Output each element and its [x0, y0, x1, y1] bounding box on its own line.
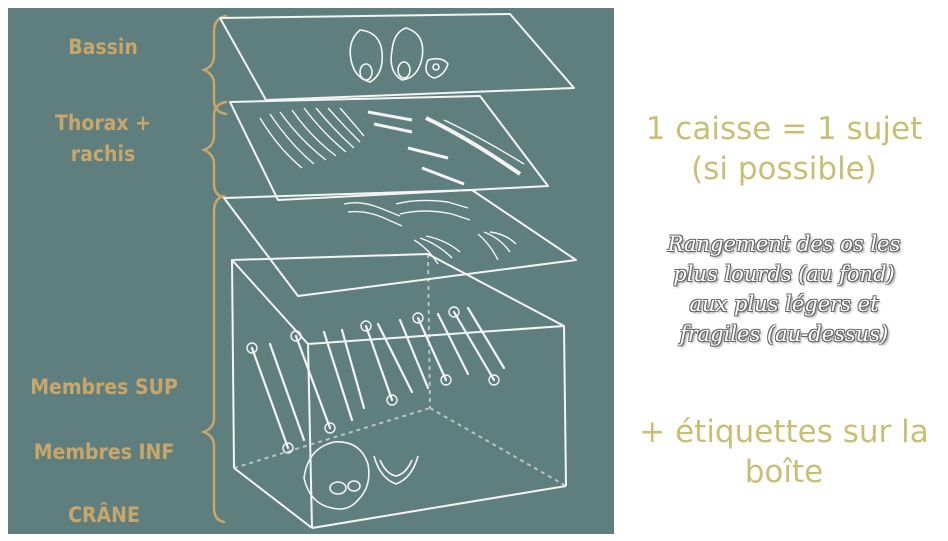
long-bones	[250, 306, 506, 450]
thorax-bones	[259, 107, 525, 186]
labels-on-box-note: + étiquettes sur la boîte	[620, 412, 948, 492]
note-line2: plus lourds (au fond)	[673, 262, 895, 286]
brace-bassin	[200, 14, 228, 116]
tray-bassin	[219, 13, 575, 101]
label-thorax-rachis: Thorax + rachis	[18, 108, 188, 170]
skeleton-box-illustration	[200, 13, 577, 529]
hands-feet-bones	[343, 199, 517, 265]
rule-line2: (si possible)	[691, 151, 877, 187]
note-line4: fragiles (au-dessus)	[679, 322, 889, 346]
illustration-panel: Bassin Thorax + rachis Membres SUP Membr…	[8, 8, 614, 534]
rule-one-box-one-subject: 1 caisse = 1 sujet (si possible)	[620, 109, 948, 189]
pelvis-bones	[349, 27, 449, 83]
bone-ends	[246, 306, 500, 454]
label-thorax-line1: Thorax +	[55, 111, 151, 135]
skull-bones	[303, 441, 419, 510]
brace-thorax	[200, 100, 228, 200]
storage-order-note: Rangement des os les plus lourds (au fon…	[620, 229, 948, 349]
label-membres-inf: Membres INF	[33, 440, 175, 464]
extra-line1: + étiquettes sur la	[639, 414, 929, 450]
tray-thorax	[229, 95, 549, 201]
label-crane: CRÂNE	[68, 503, 140, 527]
label-thorax-line2: rachis	[70, 142, 136, 166]
text-column: 1 caisse = 1 sujet (si possible) Rangeme…	[620, 0, 948, 541]
tray-mains-pieds	[223, 189, 577, 297]
label-membres-sup: Membres SUP	[30, 375, 178, 399]
label-bassin: Bassin	[68, 35, 138, 59]
note-line1: Rangement des os les	[667, 232, 901, 256]
rule-line1: 1 caisse = 1 sujet	[645, 111, 923, 147]
note-line3: aux plus légers et	[689, 292, 879, 316]
brace-membres	[200, 194, 226, 524]
extra-line2: boîte	[744, 454, 824, 490]
